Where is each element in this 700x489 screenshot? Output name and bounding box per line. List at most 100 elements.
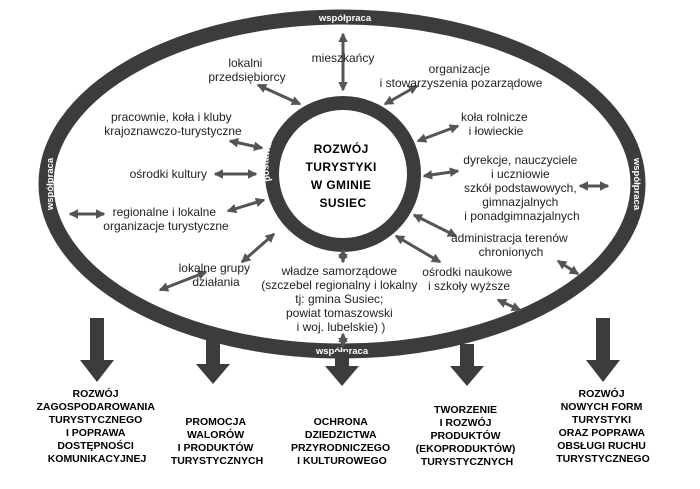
- outcome-line: (EKOPRODUKTÓW): [416, 442, 516, 455]
- stakeholder-line: chronionych: [479, 245, 544, 259]
- stakeholder-grupy-dzialania: lokalne grupy działania: [179, 261, 254, 289]
- stakeholder-line: gimnazjalnych: [482, 195, 558, 209]
- outcome-line: I PRODUKTÓW: [178, 441, 254, 454]
- outcome-ekoprodukty: TWORZENIE I ROZWÓJ PRODUKTÓW (EKOPRODUKT…: [416, 404, 519, 468]
- outcome-line: I KULTUROWEGO: [297, 455, 387, 467]
- center-title-line: SUSIEC: [319, 196, 366, 210]
- outcome-line: PRODUKTÓW: [431, 429, 501, 442]
- stakeholder-osrodki-kultury: ośrodki kultury: [130, 167, 207, 181]
- outcome-ochrona: OCHRONA DZIEDZICTWA PRZYRODNICZEGO I KUL…: [291, 416, 393, 467]
- stakeholder-administracja: administracja terenów chronionych: [451, 231, 571, 259]
- outcome-line: KOMUNIKACYJNEJ: [48, 453, 147, 465]
- stakeholder-line: regionalne i lokalne: [113, 205, 217, 219]
- stakeholder-organizacje: organizacje i stowarzyszenia pozarządowe: [380, 62, 543, 90]
- inner-label-left-path: postawa: [260, 141, 274, 183]
- stakeholder-line: organizacje turystyczne: [103, 219, 229, 233]
- stakeholder-kola-rolnicze: koła rolnicze i łowieckie: [461, 110, 531, 138]
- center-title-line: W GMINIE: [311, 178, 372, 192]
- center-title-line: TURYSTYKI: [306, 160, 377, 174]
- stakeholder-labels: mieszkańcy lokalni przedsiębiorcy organi…: [103, 51, 580, 334]
- outcome-arrows: [80, 318, 620, 386]
- outcome-line: DOSTĘPNOŚCI: [57, 439, 134, 452]
- outcome-line: TURYSTYCZNEGO: [49, 414, 143, 426]
- stakeholder-line: ośrodki kultury: [130, 167, 207, 181]
- outcome-line: ZAGOSPODAROWANIA: [37, 401, 156, 413]
- outcome-arrow-ochrona: [325, 352, 359, 386]
- arrow-grupy-dzialania: [240, 232, 276, 264]
- arrow-regionalne: [226, 197, 266, 214]
- stakeholder-line: władze samorządowe: [281, 264, 398, 278]
- stakeholder-line: i ponadgimnazjalnych: [464, 209, 579, 223]
- stakeholder-line: organizacje: [429, 62, 491, 76]
- arrow-kola-rolnicze: [416, 124, 460, 143]
- stakeholder-line: powiat tomaszowski: [286, 306, 393, 320]
- arrow-administracja: [412, 213, 458, 238]
- center-title: ROZWÓJ TURYSTYKI W GMINIE SUSIEC: [306, 141, 381, 210]
- stakeholder-wladze: władze samorządowe (szczebel regionalny …: [261, 264, 420, 334]
- outcome-zagospodarowanie: ROZWÓJ ZAGOSPODAROWANIA TURYSTYCZNEGO I …: [37, 387, 158, 465]
- stakeholder-line: i szkoły wyższe: [428, 279, 510, 293]
- stakeholder-line: i łowieckie: [469, 124, 524, 138]
- ring-label-top: współpraca: [318, 13, 372, 24]
- outcome-line: ORAZ POPRAWA: [559, 427, 646, 439]
- outcome-labels: ROZWÓJ ZAGOSPODAROWANIA TURYSTYCZNEGO I …: [37, 387, 650, 468]
- center-title-line: ROZWÓJ: [314, 141, 369, 156]
- outcome-promocja: PROMOCJA WALORÓW I PRODUKTÓW TURYSTYCZNY…: [171, 416, 263, 467]
- arrow-osrodki-naukowe: [394, 234, 442, 264]
- stakeholder-osrodki-naukowe: ośrodki naukowe i szkoły wyższe: [422, 265, 515, 293]
- stakeholder-dyrekcje: dyrekcje, nauczyciele i uczniowie szkół …: [463, 153, 580, 223]
- ring-label-left: współpraca: [45, 157, 56, 211]
- outcome-line: OCHRONA: [314, 416, 369, 428]
- outcome-line: I ROZWÓJ: [440, 416, 492, 429]
- inner-ring-label-left: postawa: [260, 141, 274, 183]
- stakeholder-regionalne: regionalne i lokalne organizacje turysty…: [103, 205, 229, 233]
- stakeholder-line: i woj. lubelskie) ): [297, 320, 386, 334]
- outcome-line: TURYSTYCZNYCH: [171, 455, 263, 467]
- outcome-line: TURYSTYCZNYCH: [421, 456, 513, 468]
- arrow-grupy-dzialania-ring: [158, 270, 208, 292]
- outcome-line: I POPRAWA: [66, 427, 126, 439]
- outcome-arrow-ekoprodukty: [450, 344, 484, 386]
- arrow-administracja-ring: [556, 259, 580, 276]
- outcome-arrow-zagospodarowanie: [80, 318, 114, 382]
- stakeholder-line: krajoznawczo-turystyczne: [104, 124, 242, 138]
- stakeholder-line: przedsiębiorcy: [208, 70, 285, 84]
- outcome-arrow-nowe-formy: [586, 318, 620, 382]
- stakeholder-przedsiebiorcy: lokalni przedsiębiorcy: [208, 56, 285, 84]
- stakeholder-line: dyrekcje, nauczyciele: [463, 153, 577, 167]
- outcome-line: NOWYCH FORM: [561, 401, 643, 413]
- outcome-line: PROMOCJA: [185, 416, 246, 428]
- arrow-przedsiebiorcy: [256, 83, 302, 106]
- stakeholder-line: koła rolnicze: [461, 110, 528, 124]
- stakeholder-line: szkół podstawowych,: [464, 181, 577, 195]
- outcome-line: TWORZENIE: [434, 404, 497, 416]
- outcome-line: PRZYRODNICZEGO: [291, 442, 390, 454]
- stakeholder-line: lokalni: [228, 56, 262, 70]
- stakeholder-pracownie: pracownie, koła i kluby krajoznawczo-tur…: [104, 110, 242, 138]
- outcome-nowe-formy: ROZWÓJ NOWYCH FORM TURYSTYKI ORAZ POPRAW…: [556, 387, 650, 465]
- stakeholder-arrows: [68, 32, 610, 348]
- outcome-line: ROZWÓJ: [72, 387, 118, 400]
- outcome-line: DZIEDZICTWA: [305, 429, 377, 441]
- stakeholder-line: (szczebel regionalny i lokalny: [261, 278, 417, 292]
- outer-cooperation-ring: [38, 9, 646, 359]
- arrow-pracownie: [228, 138, 264, 151]
- arrow-osrodki-naukowe-ring: [496, 298, 522, 312]
- stakeholder-line: tj: gmina Susiec;: [295, 292, 383, 306]
- stakeholder-line: pracownie, koła i kluby: [111, 110, 232, 124]
- stakeholder-line: lokalne grupy: [179, 261, 250, 275]
- arrow-dyrekcje: [422, 167, 460, 180]
- stakeholder-line: administracja terenów: [451, 231, 568, 245]
- stakeholder-line: mieszkańcy: [312, 51, 375, 65]
- ring-label-right: współpraca: [631, 157, 642, 211]
- outcome-line: WALORÓW: [187, 428, 244, 441]
- inner-ring: [265, 96, 421, 252]
- outcome-arrow-promocja: [196, 340, 230, 384]
- outcome-line: TURYSTYCZNEGO: [556, 453, 650, 465]
- arrow-organizacje: [383, 84, 419, 106]
- outcome-line: OBSŁUGI RUCHU: [557, 440, 646, 452]
- stakeholder-line: ośrodki naukowe: [422, 265, 512, 279]
- stakeholder-line: i stowarzyszenia pozarządowe: [380, 76, 543, 90]
